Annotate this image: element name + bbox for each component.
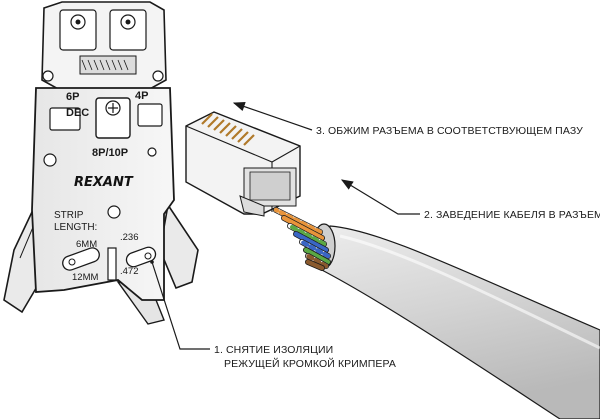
die-6p-label: 6P <box>66 91 79 103</box>
network-cable <box>273 207 600 419</box>
in472-label: .472 <box>120 266 139 277</box>
cable-jacket <box>317 225 600 419</box>
callout-step2-arrow <box>340 179 420 215</box>
die-4p-slot <box>137 103 163 127</box>
callout-step3-arrow <box>232 101 313 131</box>
in236-label: .236 <box>120 232 139 243</box>
callout-step1: 1. СНЯТИЕ ИЗОЛЯЦИИ РЕЖУЩЕЙ КРОМКОЙ КРИМП… <box>150 260 396 370</box>
callout-step1-line <box>151 261 210 350</box>
die-4p-label: 4P <box>135 90 148 102</box>
crimper-tool: 6P DEC 4P 8P/10P REXANT STRIP LENGTH: 6M… <box>3 1 199 325</box>
rj45-connector <box>185 111 301 217</box>
connector-latch <box>239 195 265 217</box>
crimper-right-handle <box>159 202 199 290</box>
callout-step1-text-line2: РЕЖУЩЕЙ КРОМКОЙ КРИМПЕРА <box>224 357 396 370</box>
mm12-label: 12MM <box>72 272 98 283</box>
die-6p-slot <box>49 107 81 131</box>
callout-step2-text: 2. ЗАВЕДЕНИЕ КАБЕЛЯ В РАЗЪЕМ <box>424 209 600 221</box>
length-label: LENGTH: <box>54 222 97 233</box>
connector-contacts <box>201 113 255 146</box>
die-8p10p-label: 8P/10P <box>92 147 128 159</box>
callout-step3-text: 3. ОБЖИМ РАЗЪЕМА В СООТВЕТСТВУЮЩЕМ ПАЗУ <box>316 125 583 137</box>
cable-wires <box>273 207 331 271</box>
callout-step1-text-line1: 1. СНЯТИЕ ИЗОЛЯЦИИ <box>214 344 333 356</box>
callout-step3: 3. ОБЖИМ РАЗЪЕМА В СООТВЕТСТВУЮЩЕМ ПАЗУ <box>232 101 583 137</box>
brand-logo: REXANT <box>74 175 134 190</box>
strip-label: STRIP <box>54 210 84 221</box>
callout-step2: 2. ЗАВЕДЕНИЕ КАБЕЛЯ В РАЗЪЕМ <box>340 179 600 221</box>
crimper-body-plate <box>31 87 175 301</box>
die-dec-label: DEC <box>66 107 89 119</box>
strip-slot-6mm <box>62 247 100 271</box>
mm6-label: 6MM <box>76 239 97 250</box>
die-8p-slot <box>95 97 131 139</box>
strip-slot-12mm <box>125 246 157 268</box>
